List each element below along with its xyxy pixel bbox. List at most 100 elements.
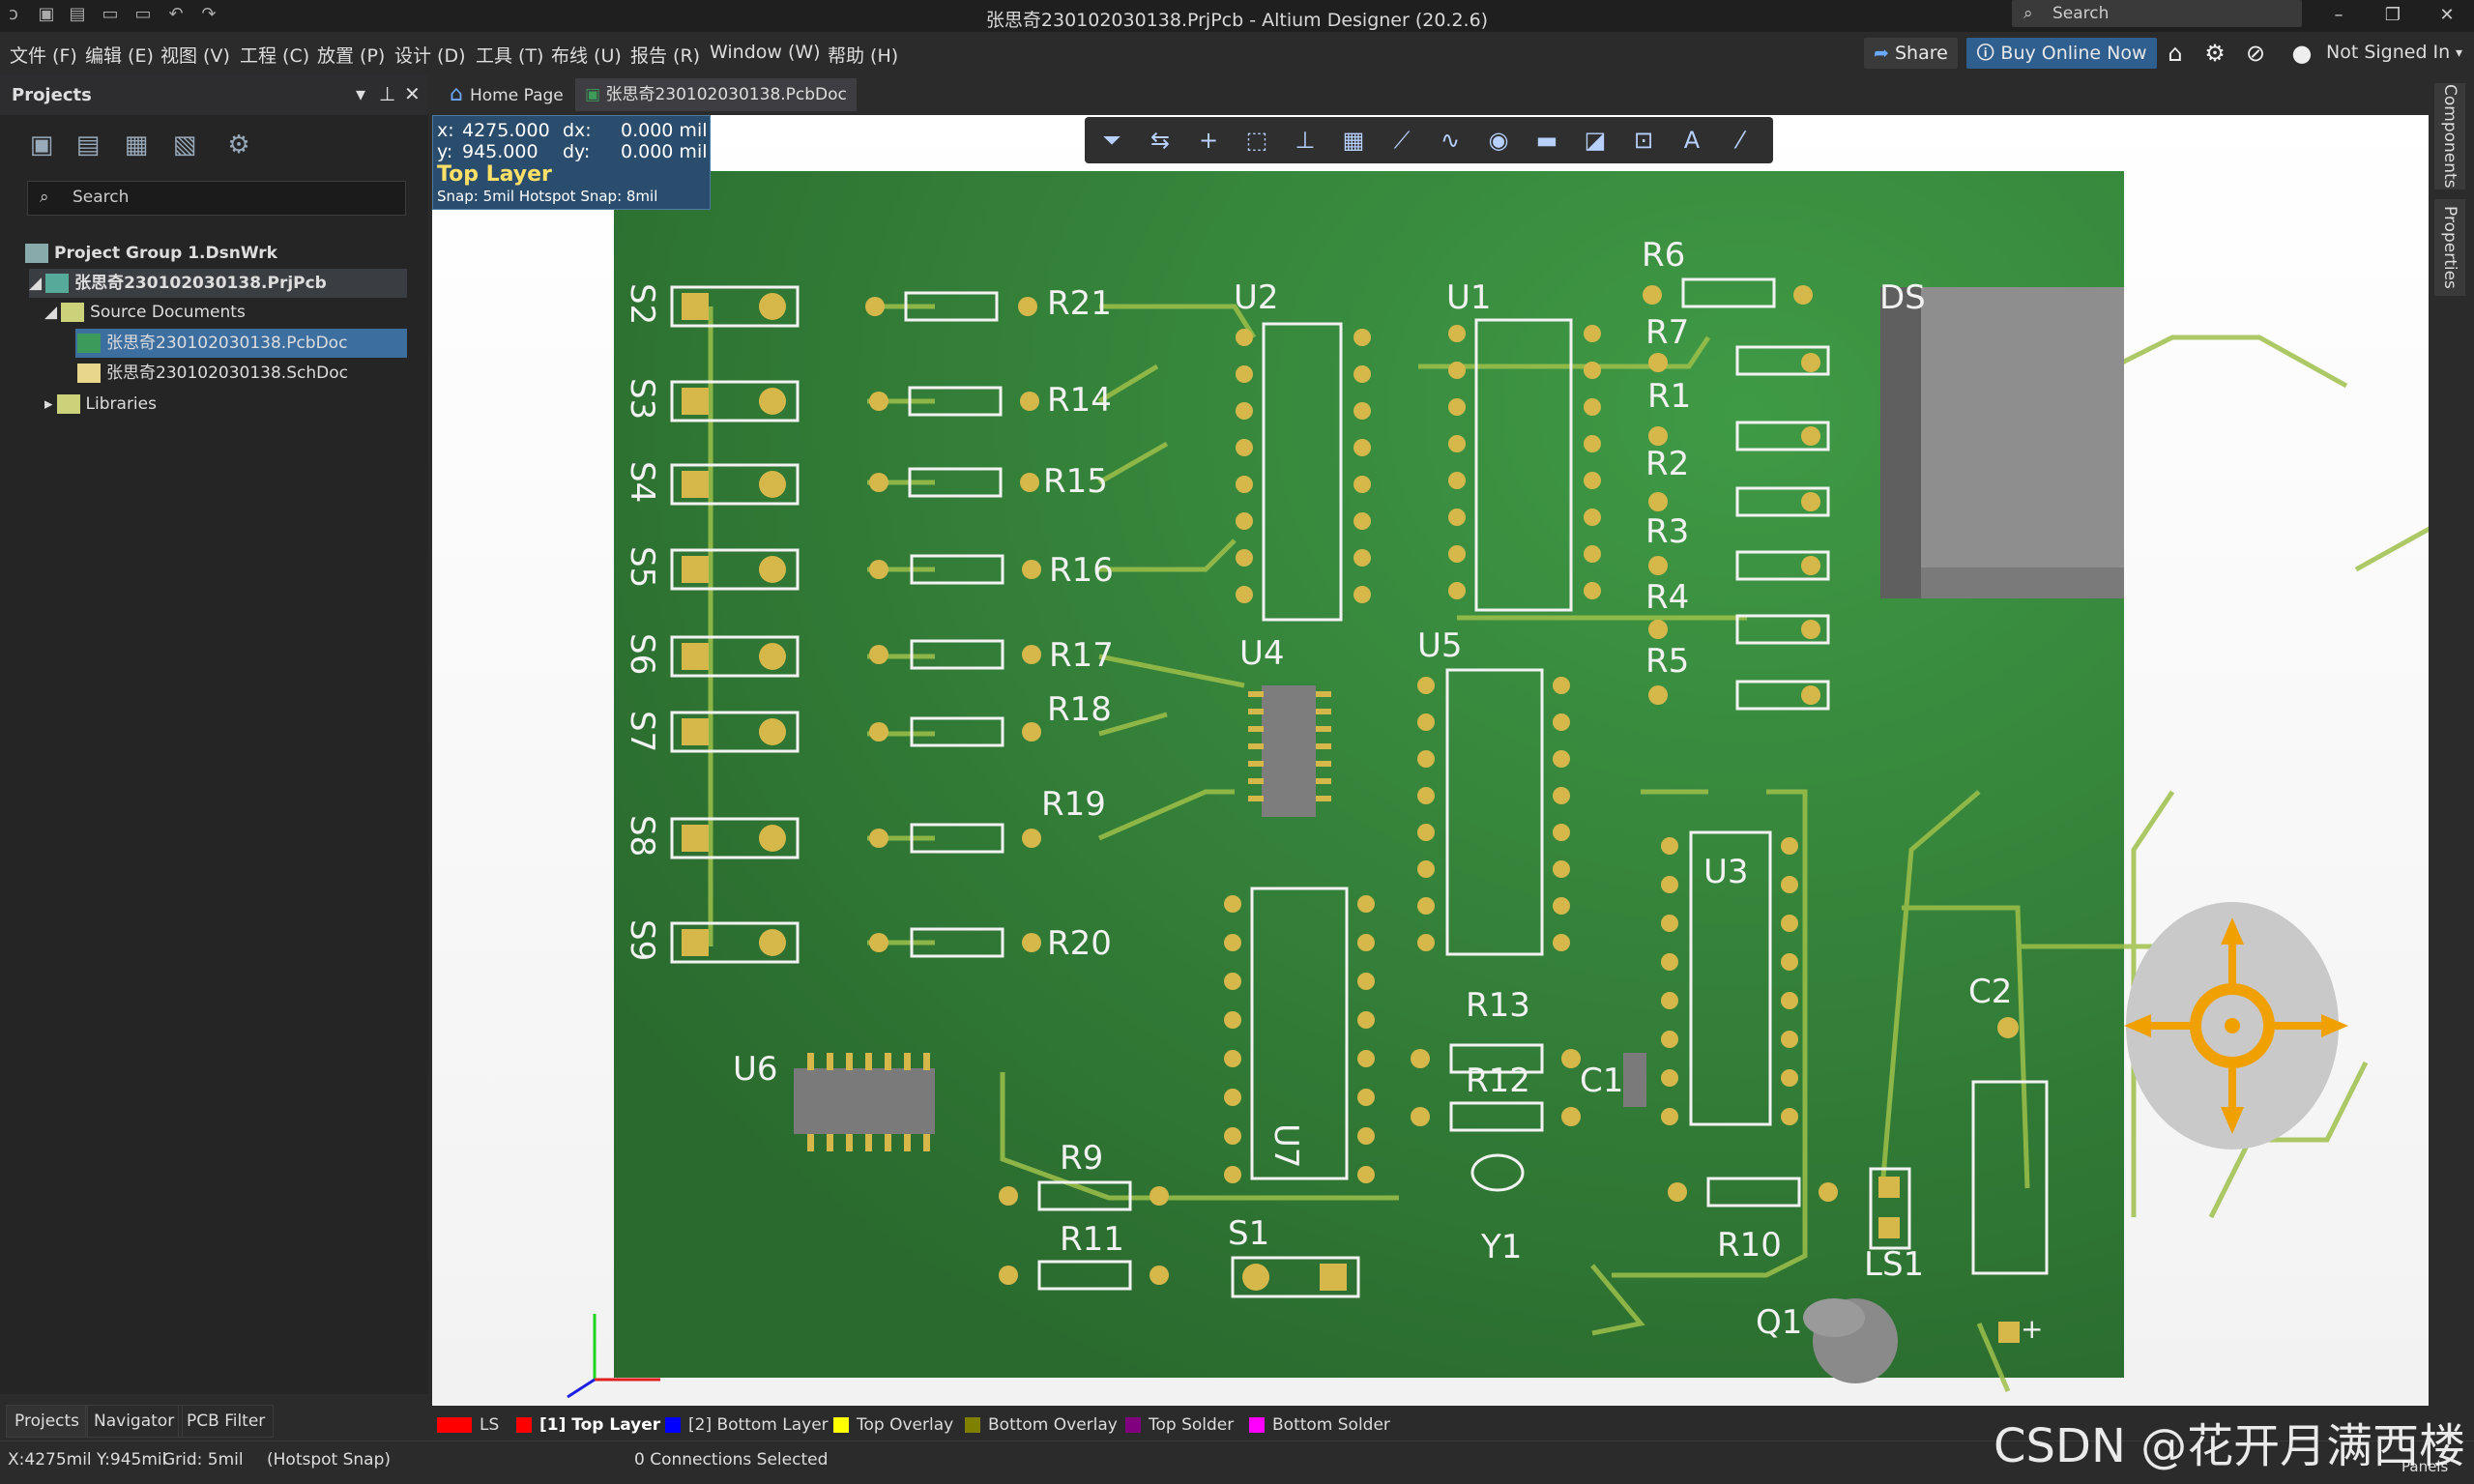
ic-pad bbox=[1781, 915, 1798, 932]
tree-libraries[interactable]: ▸Libraries bbox=[44, 390, 157, 419]
ic-pad bbox=[1357, 1127, 1375, 1145]
project-options-icon[interactable]: ▦ bbox=[124, 131, 149, 160]
ic-pad bbox=[1353, 476, 1371, 493]
interactive-select-icon[interactable]: ⇆ bbox=[1150, 127, 1171, 154]
u2-body bbox=[1262, 322, 1343, 622]
gear-icon[interactable]: ⚙ bbox=[2204, 40, 2226, 67]
menu-window[interactable]: Window (W) bbox=[710, 42, 821, 63]
layer-tab-top[interactable]: [1] Top Layer bbox=[516, 1411, 660, 1439]
menu-design[interactable]: 设计 (D) bbox=[394, 45, 466, 67]
close-button[interactable]: ✕ bbox=[2439, 5, 2455, 25]
smd-pad bbox=[1316, 709, 1331, 714]
ic-pad bbox=[1584, 472, 1601, 489]
ic-pad bbox=[1353, 586, 1371, 603]
tab-navigator[interactable]: Navigator bbox=[85, 1405, 184, 1438]
route-icon[interactable]: ⟋ bbox=[1393, 127, 1411, 154]
label-u4: U4 bbox=[1239, 634, 1285, 673]
fill-icon[interactable]: ▬ bbox=[1535, 127, 1558, 154]
panel-settings-gear-icon[interactable]: ⚙ bbox=[227, 131, 250, 160]
redo-icon[interactable]: ↷ bbox=[201, 4, 217, 24]
tab-pcbdoc[interactable]: ▣ 张思奇230102030138.PcbDoc bbox=[575, 78, 857, 111]
add-document-icon[interactable]: ▧ bbox=[172, 131, 197, 160]
text-icon[interactable]: A bbox=[1683, 127, 1701, 154]
layer-tab-top-solder[interactable]: Top Solder bbox=[1125, 1411, 1234, 1439]
layer-tab-bottom-overlay[interactable]: Bottom Overlay bbox=[965, 1411, 1118, 1439]
menu-view[interactable]: 视图 (V) bbox=[160, 45, 230, 67]
tab-home-page[interactable]: ⌂ Home Page bbox=[440, 78, 573, 111]
ic-pad bbox=[1417, 677, 1435, 694]
menu-route[interactable]: 布线 (U) bbox=[551, 45, 622, 67]
label-r19: R19 bbox=[1041, 785, 1106, 824]
user-status[interactable]: Not Signed In bbox=[2326, 42, 2451, 63]
tree-project-group[interactable]: Project Group 1.DsnWrk bbox=[25, 239, 277, 268]
buy-online-button[interactable]: 🛈 Buy Online Now bbox=[1966, 38, 2157, 69]
menu-edit[interactable]: 编辑 (E) bbox=[85, 45, 154, 67]
layer-set-selector[interactable]: LS bbox=[437, 1411, 499, 1439]
crosshair-icon[interactable]: + bbox=[1198, 127, 1219, 154]
tree-schdoc[interactable]: 张思奇230102030138.SchDoc bbox=[77, 359, 348, 388]
label-r17: R17 bbox=[1049, 636, 1114, 675]
projects-search-placeholder: Search bbox=[73, 188, 130, 207]
tree-project[interactable]: ◢张思奇230102030138.PrjPcb bbox=[29, 269, 327, 298]
tree-source-documents[interactable]: ◢Source Documents bbox=[44, 298, 246, 327]
ic-pad bbox=[1448, 472, 1466, 489]
global-search-input[interactable]: ⌕ Search bbox=[2012, 0, 2302, 27]
panels-button[interactable]: Panels bbox=[2401, 1458, 2449, 1475]
menu-project[interactable]: 工程 (C) bbox=[240, 45, 310, 67]
menu-place[interactable]: 放置 (P) bbox=[317, 45, 386, 67]
ic-pad bbox=[1224, 1089, 1241, 1106]
tab-components[interactable]: Components bbox=[2434, 83, 2465, 189]
panel-menu-icon[interactable]: ▾ bbox=[356, 82, 366, 105]
align-icon[interactable]: ⊥ bbox=[1295, 127, 1316, 154]
compile-icon[interactable]: ▤ bbox=[75, 131, 101, 160]
menu-tools[interactable]: 工具 (T) bbox=[476, 45, 544, 67]
select-rectangle-icon[interactable]: ⬚ bbox=[1245, 127, 1268, 154]
tab-pcb-filter[interactable]: PCB Filter bbox=[178, 1405, 275, 1438]
component-icon[interactable]: ▦ bbox=[1342, 127, 1365, 154]
expand-chevron-icon[interactable]: ◢ bbox=[44, 303, 58, 322]
restore-button[interactable]: ❐ bbox=[2384, 5, 2401, 25]
smd-pad bbox=[1248, 691, 1264, 697]
3d-navigation-widget[interactable] bbox=[2124, 902, 2348, 1149]
via-icon[interactable]: ◉ bbox=[1488, 127, 1509, 154]
save-project-icon[interactable]: ▣ bbox=[29, 131, 54, 160]
pin-icon[interactable]: ⊥ bbox=[379, 82, 396, 105]
diff-pair-icon[interactable]: ∿ bbox=[1440, 127, 1461, 154]
layer-tab-top-overlay[interactable]: Top Overlay bbox=[833, 1411, 953, 1439]
menu-help[interactable]: 帮助 (H) bbox=[828, 45, 899, 67]
home-icon[interactable]: ⌂ bbox=[2168, 40, 2183, 67]
menu-reports[interactable]: 报告 (R) bbox=[630, 45, 701, 67]
save-icon[interactable]: ▣ bbox=[38, 4, 55, 24]
tab-properties[interactable]: Properties bbox=[2434, 199, 2465, 296]
user-chevron-down-icon[interactable]: ▾ bbox=[2456, 45, 2463, 61]
line-icon[interactable]: ⁄ bbox=[1737, 127, 1742, 154]
save-all-icon[interactable]: ▤ bbox=[69, 4, 86, 24]
layer-tab-bottom-solder[interactable]: Bottom Solder bbox=[1249, 1411, 1390, 1439]
filter-icon[interactable]: ⏷ bbox=[1102, 127, 1121, 154]
ic-pad bbox=[1553, 860, 1570, 878]
projects-search-input[interactable]: ⌕ Search bbox=[27, 181, 406, 216]
tree-pcbdoc[interactable]: 张思奇230102030138.PcbDoc bbox=[77, 329, 347, 358]
share-button[interactable]: ➦ Share bbox=[1864, 38, 1958, 69]
open-project-icon[interactable]: ▭ bbox=[134, 4, 152, 24]
left-resistor-pads bbox=[865, 297, 1041, 952]
layer-tab-bottom[interactable]: [2] Bottom Layer bbox=[665, 1411, 829, 1439]
undo-icon[interactable]: ↶ bbox=[168, 4, 184, 24]
open-icon[interactable]: ▭ bbox=[102, 4, 119, 24]
notifications-off-icon[interactable]: ⊘ bbox=[2245, 40, 2266, 67]
expand-chevron-icon[interactable]: ◢ bbox=[29, 274, 43, 293]
panel-close-icon[interactable]: ✕ bbox=[404, 82, 421, 105]
ic-pad bbox=[1553, 897, 1570, 915]
user-icon[interactable]: ● bbox=[2291, 40, 2313, 67]
dimension-icon[interactable]: ⊡ bbox=[1633, 127, 1654, 154]
label-plus: + bbox=[2021, 1313, 2044, 1345]
hud-dy-label: dy: bbox=[563, 141, 591, 162]
polygon-icon[interactable]: ◪ bbox=[1584, 127, 1607, 154]
tab-projects[interactable]: Projects bbox=[6, 1405, 89, 1438]
menu-file[interactable]: 文件 (F) bbox=[10, 45, 77, 67]
collapse-chevron-icon[interactable]: ▸ bbox=[44, 394, 53, 414]
minimize-button[interactable]: – bbox=[2334, 5, 2343, 25]
u5-body bbox=[1445, 668, 1544, 956]
ic-pad bbox=[1357, 934, 1375, 951]
pcb-board-view[interactable] bbox=[432, 115, 2429, 1406]
